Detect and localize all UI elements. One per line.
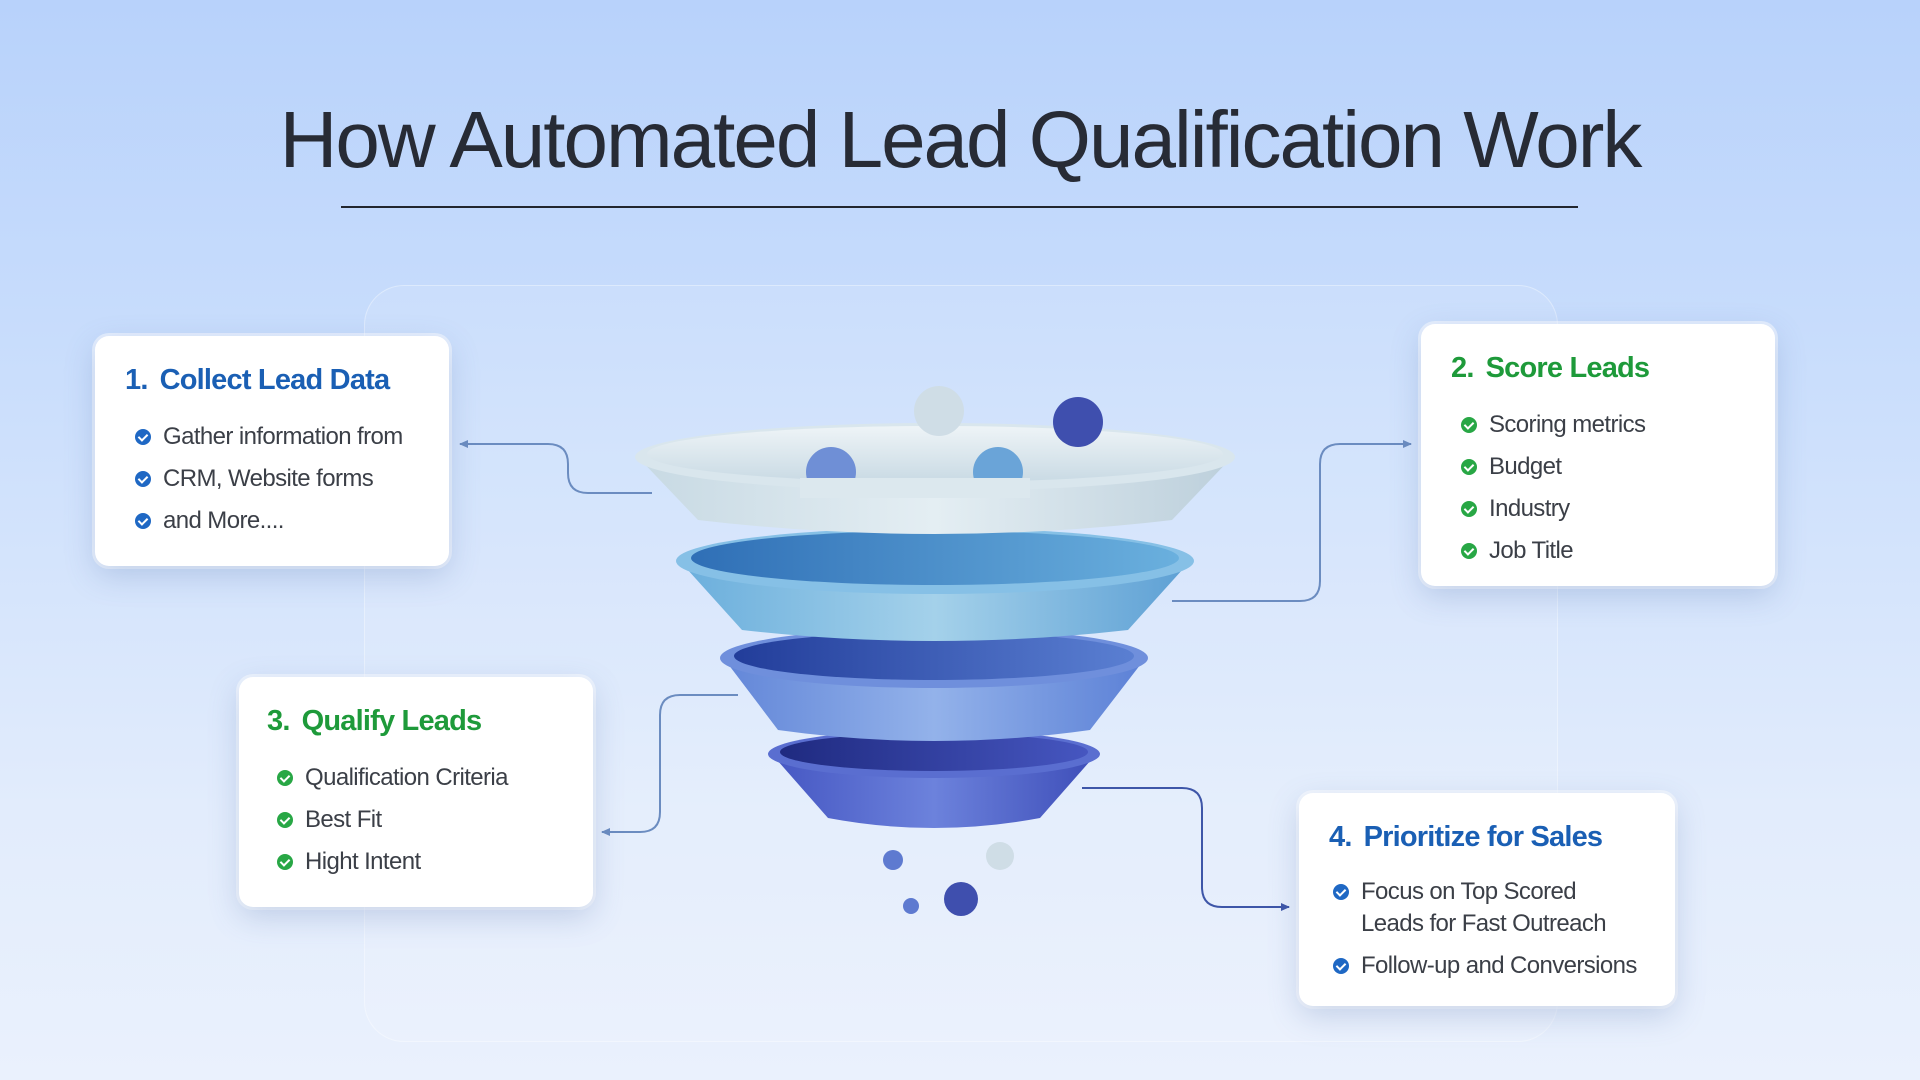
page-title: How Automated Lead Qualification Work	[279, 95, 1643, 184]
check-circle-icon	[1461, 417, 1477, 433]
check-circle-icon	[135, 471, 151, 487]
lead-dot	[903, 898, 919, 914]
connector-step-2	[1172, 440, 1412, 602]
step-title: 1. Collect Lead Data	[125, 366, 419, 395]
list-item: Best Fit	[277, 804, 565, 836]
step-card-prioritize-for-sales: 4. Prioritize for Sales Focus on Top Sco…	[1299, 793, 1675, 1006]
step-number: 1.	[125, 364, 148, 396]
list-item: Follow-up and Conversions	[1333, 950, 1645, 982]
list-item: and More....	[135, 505, 419, 537]
list-item: Industry	[1461, 493, 1745, 525]
step-title-text: Prioritize for Sales	[1363, 821, 1603, 853]
step-card-score-leads: 2. Score Leads Scoring metrics Budget In…	[1421, 324, 1775, 586]
step-number: 2.	[1451, 352, 1474, 384]
lead-dot	[883, 850, 903, 870]
step-title-text: Qualify Leads	[301, 705, 483, 737]
list-item: CRM, Website forms	[135, 463, 419, 495]
check-circle-icon	[1461, 501, 1477, 517]
lead-dot	[944, 882, 978, 916]
connector-step-3	[601, 694, 738, 836]
check-circle-icon	[1333, 884, 1349, 900]
step-title: 3. Qualify Leads	[267, 707, 565, 736]
list-item: Focus on Top Scored Leads for Fast Outre…	[1333, 876, 1645, 940]
list-item: Job Title	[1461, 535, 1745, 567]
check-circle-icon	[277, 854, 293, 870]
step-card-collect-lead-data: 1. Collect Lead Data Gather information …	[95, 336, 449, 566]
lead-dot	[986, 842, 1014, 870]
list-item: Gather information from	[135, 421, 419, 453]
list-item: Qualification Criteria	[277, 762, 565, 794]
check-circle-icon	[135, 513, 151, 529]
funnel-tier-1	[635, 423, 1235, 534]
step-title: 2. Score Leads	[1451, 354, 1745, 383]
check-circle-icon	[1461, 543, 1477, 559]
list-item: Scoring metrics	[1461, 409, 1745, 441]
list-item: Hight Intent	[277, 846, 565, 878]
funnel-tier-2	[676, 528, 1194, 641]
check-circle-icon	[1461, 459, 1477, 475]
funnel-tier-4	[768, 730, 1100, 828]
step-card-qualify-leads: 3. Qualify Leads Qualification Criteria …	[239, 677, 593, 907]
connector-step-1	[459, 440, 652, 494]
check-circle-icon	[1333, 958, 1349, 974]
lead-dot	[914, 386, 964, 436]
check-circle-icon	[277, 770, 293, 786]
check-circle-icon	[277, 812, 293, 828]
step-title: 4. Prioritize for Sales	[1329, 823, 1645, 852]
connector-step-4	[1082, 787, 1290, 911]
title-underline	[341, 206, 1578, 208]
list-item: Budget	[1461, 451, 1745, 483]
step-items: Focus on Top Scored Leads for Fast Outre…	[1329, 876, 1645, 982]
step-title-text: Score Leads	[1485, 352, 1650, 384]
step-number: 4.	[1329, 821, 1352, 853]
step-items: Qualification Criteria Best Fit Hight In…	[267, 762, 565, 878]
funnel-tier-3	[720, 628, 1148, 741]
step-items: Scoring metrics Budget Industry Job Titl…	[1451, 409, 1745, 567]
step-title-text: Collect Lead Data	[159, 364, 391, 396]
lead-dot	[1053, 397, 1103, 447]
step-items: Gather information from CRM, Website for…	[125, 421, 419, 537]
step-number: 3.	[267, 705, 290, 737]
check-circle-icon	[135, 429, 151, 445]
